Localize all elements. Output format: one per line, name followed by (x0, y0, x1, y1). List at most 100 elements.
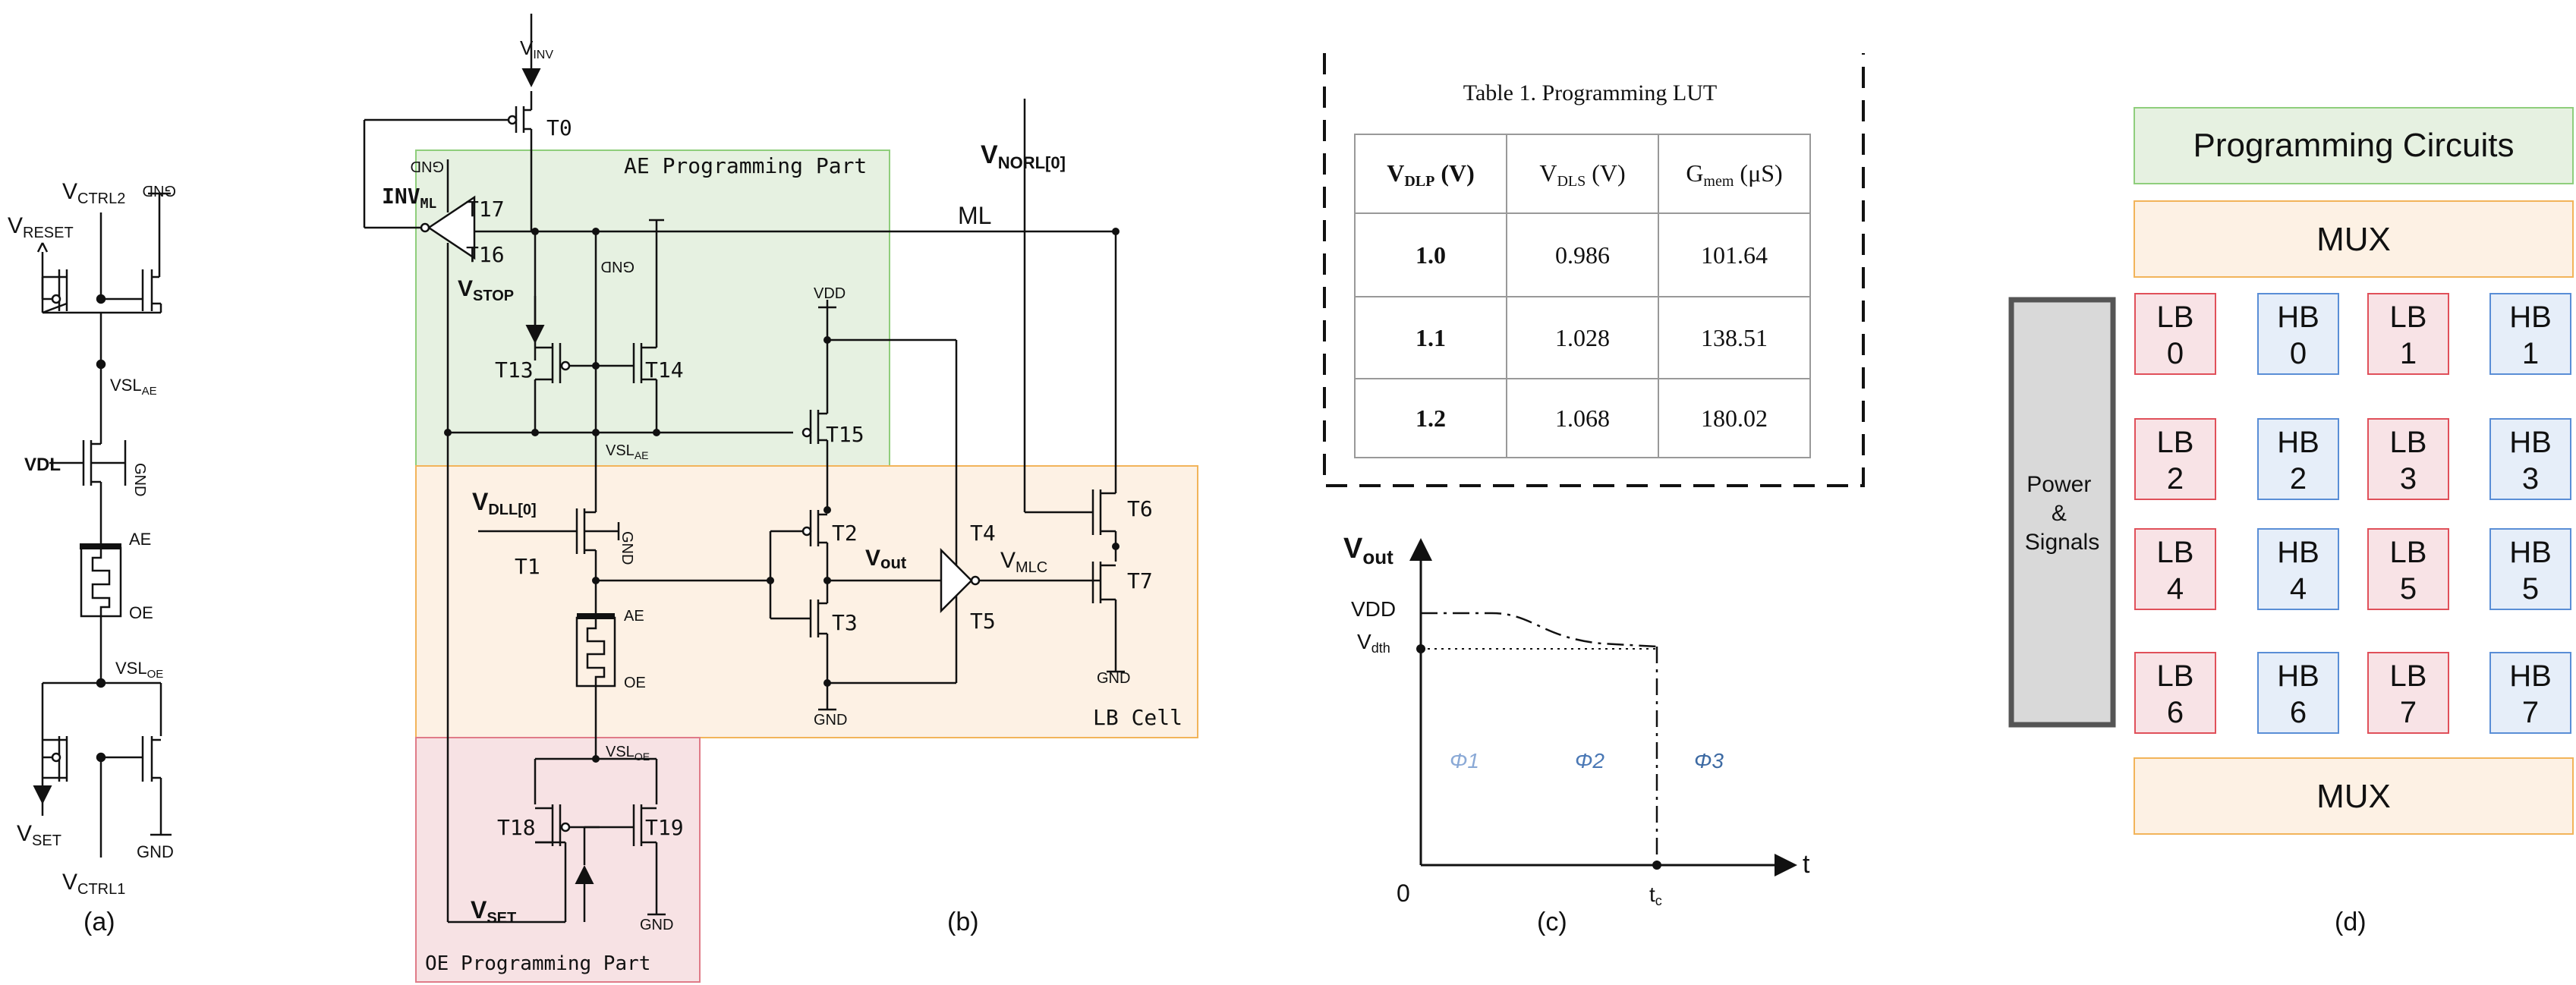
block-kind-label: HB (2277, 659, 2319, 693)
table-cell: 180.02 (1701, 404, 1768, 432)
lb-block (2134, 652, 2216, 734)
v-reset-label: VRESET (8, 213, 74, 241)
block-index-label: 5 (2522, 572, 2539, 606)
t15-label: T15 (826, 422, 864, 447)
panel-a-labels: VRESET VCTRL2 GND VSLAE VDL GND AE OE VS… (8, 179, 176, 936)
phase-1-label: Φ1 (1450, 749, 1479, 773)
lb-block (2134, 293, 2216, 375)
table-cell: 101.64 (1701, 241, 1768, 269)
lb-block (2367, 652, 2449, 734)
block-index-label: 4 (2167, 572, 2184, 606)
v-mlc-label: VMLC (1000, 548, 1047, 576)
v-stop-label: VSTOP (458, 276, 514, 304)
v-set-label-b: VSET (471, 896, 516, 927)
block-index-label: 3 (2522, 462, 2539, 496)
ae-label-a: AE (129, 530, 151, 549)
block-index-label: 1 (2522, 337, 2539, 370)
table-cell: 1.028 (1555, 324, 1610, 351)
table-header-cell: Gmem (μS) (1686, 159, 1782, 190)
t18-label: T18 (497, 815, 536, 840)
hb-block (2257, 652, 2339, 734)
lb-block (2367, 418, 2449, 500)
block-index-label: 7 (2522, 696, 2539, 729)
caption-a: (a) (83, 908, 115, 936)
block-kind-label: HB (2277, 426, 2319, 459)
lb-cell-label: LB Cell (1093, 705, 1183, 730)
v-ctrl1-label: VCTRL1 (62, 870, 125, 898)
inv-ml-label: INVML (382, 184, 436, 212)
block-kind-label: HB (2509, 301, 2552, 334)
gnd-label-a-mid: GND (131, 463, 148, 496)
block-kind-label: LB (2390, 301, 2427, 334)
programming-circuits-block (2134, 107, 2574, 184)
v-ctrl2-label: VCTRL2 (62, 179, 125, 207)
table-header-cell: VDLP (V) (1387, 159, 1475, 190)
phase-2-label: Φ2 (1575, 749, 1604, 773)
lb-block (2367, 528, 2449, 610)
t1-label: T1 (515, 554, 540, 579)
oe-label-b: OE (624, 675, 646, 691)
block-kind-label: LB (2390, 659, 2427, 693)
vdd-label-b: VDD (814, 285, 846, 302)
t14-label: T14 (645, 357, 684, 382)
tc-label: tc (1649, 883, 1662, 908)
ml-label: ML (958, 202, 991, 229)
block-kind-label: HB (2277, 301, 2319, 334)
block-kind-label: HB (2509, 426, 2552, 459)
mux-top-block (2134, 200, 2574, 278)
table-cell: 1.068 (1555, 404, 1610, 432)
block-kind-label: HB (2509, 659, 2552, 693)
caption-d: (d) (2335, 908, 2367, 936)
block-index-label: 2 (2290, 462, 2307, 496)
table-cell: 0.986 (1555, 241, 1610, 269)
hb-block (2489, 293, 2571, 375)
block-kind-label: HB (2509, 536, 2552, 569)
hb-block (2489, 652, 2571, 734)
block-kind-label: LB (2390, 536, 2427, 569)
oe-label-a: OE (129, 603, 153, 622)
t3-label: T3 (832, 610, 858, 635)
panel-c-plot-labels: Vout t VDD Vdth 0 tc Φ1 Φ2 Φ3 (c) (1343, 533, 1810, 936)
mux-bottom-label: MUX (2316, 778, 2391, 815)
gnd-label-b-6: GND (640, 917, 673, 933)
t16-label: T16 (466, 242, 505, 267)
t4-label: T4 (970, 521, 996, 546)
lb-block (2367, 293, 2449, 375)
mux-top-label: MUX (2316, 221, 2391, 258)
block-kind-label: LB (2157, 659, 2194, 693)
vsl-oe-label-b: VSLOE (606, 744, 650, 763)
t5-label: T5 (970, 609, 996, 634)
hb-block (2489, 528, 2571, 610)
t13-label: T13 (495, 357, 534, 382)
vsl-ae-label-b: VSLAE (606, 442, 649, 461)
phase-3-label: Φ3 (1694, 749, 1724, 773)
gnd-label-a-top: GND (143, 182, 176, 199)
panel-d: Programming Circuits MUX MUX Power & Sig… (2008, 107, 2574, 936)
block-kind-label: HB (2277, 536, 2319, 569)
table-cell: 1.2 (1416, 404, 1446, 432)
vsl-ae-label-a: VSLAE (110, 376, 157, 398)
mux-bottom-block (2134, 757, 2574, 835)
v-inv-label: VINV (520, 36, 553, 61)
v-set-label-a: VSET (17, 821, 61, 849)
caption-c: (c) (1537, 908, 1567, 936)
lb-block (2134, 528, 2216, 610)
y-axis-label: Vout (1343, 533, 1393, 568)
t17-label: T17 (466, 197, 505, 222)
gnd-label-b-5: GND (814, 712, 847, 729)
block-index-label: 0 (2167, 337, 2184, 370)
t7-label: T7 (1127, 568, 1153, 593)
t6-label: T6 (1127, 496, 1153, 521)
origin-label: 0 (1397, 880, 1410, 907)
block-index-label: 6 (2167, 696, 2184, 729)
panel-c-plot (1409, 538, 1797, 876)
block-kind-label: LB (2390, 426, 2427, 459)
panel-c-table: Table 1. Programming LUT VDLP (V)VDLS (V… (1323, 53, 1865, 487)
block-index-label: 3 (2400, 462, 2417, 496)
t2-label: T2 (832, 521, 858, 546)
table-dashed-frame (1323, 53, 1865, 487)
hb-block (2257, 293, 2339, 375)
gnd-label-b-3: GND (619, 531, 635, 565)
v-out-label-b: Vout (865, 546, 907, 572)
